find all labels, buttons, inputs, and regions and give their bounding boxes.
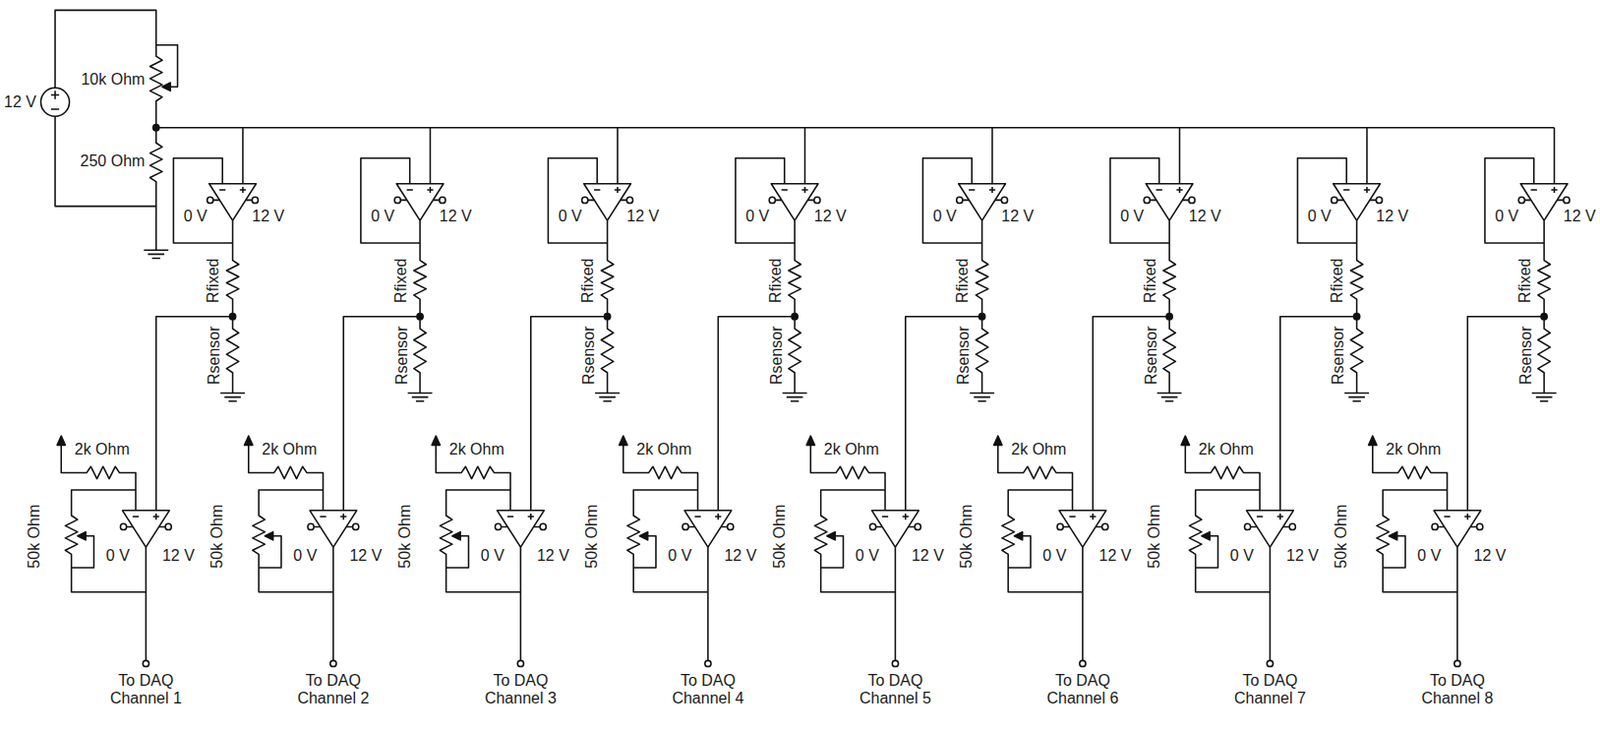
resistor-label: 2k Ohm [635, 440, 693, 459]
resistor-label: Rsensor [1329, 324, 1348, 386]
supply-pin-label: 0 V [1416, 546, 1442, 565]
resistor-label: Rsensor [205, 324, 224, 386]
supply-pin-label: 0 V [292, 546, 318, 565]
resistor-label: Rfixed [1329, 257, 1348, 304]
resistor-label: Rsensor [954, 324, 973, 386]
resistor-label: Rfixed [1141, 257, 1160, 304]
sensor-channel [994, 127, 1195, 667]
sensor-channel [244, 127, 446, 667]
sensor-channel [1181, 127, 1382, 667]
supply-pin-label: 12 V [438, 207, 474, 226]
resistor-label: Rsensor [767, 324, 785, 386]
supply-pin-label: 12 V [1285, 546, 1320, 565]
resistor-label: 2k Ohm [1009, 440, 1067, 459]
resistor-label: 2k Ohm [260, 440, 318, 459]
resistor-label: 50k Ohm [25, 502, 44, 569]
supply-pin-label: 0 V [1041, 546, 1067, 565]
supply-pin-label: 12 V [250, 207, 286, 226]
supply-pin-label: 12 V [625, 207, 660, 226]
supply-pin-label: 12 V [1562, 207, 1598, 226]
supply-pin-label: 12 V [535, 546, 571, 565]
resistor-label: 250 Ohm [79, 152, 147, 171]
output-terminal-label: To DAQ Channel 4 [662, 671, 754, 709]
resistor-label: Rsensor [1141, 324, 1160, 386]
output-terminal-label: To DAQ Channel 2 [288, 671, 379, 709]
supply-pin-label: 0 V [854, 546, 881, 565]
output-terminal-label: To DAQ Channel 1 [100, 671, 191, 709]
supply-pin-label: 12 V [1374, 207, 1410, 226]
supply-pin-label: 0 V [1306, 207, 1333, 226]
supply-pin-label: 12 V [1187, 207, 1223, 226]
resistor-label: Rsensor [392, 324, 411, 386]
resistor-label: 2k Ohm [73, 440, 131, 459]
supply-pin-label: 12 V [1097, 546, 1132, 565]
supply-pin-label: 0 V [479, 546, 506, 565]
output-terminal-label: To DAQ Channel 8 [1412, 671, 1503, 709]
supply-pin-label: 12 V [722, 546, 758, 565]
voltage-label: 12 V [2, 93, 38, 112]
resistor-label: 50k Ohm [770, 502, 789, 569]
resistor-label: 50k Ohm [583, 502, 601, 569]
supply-pin-label: 0 V [1119, 207, 1145, 226]
supply-pin-label: 0 V [932, 207, 958, 226]
resistor-label: 50k Ohm [1332, 502, 1351, 569]
supply-pin-label: 12 V [813, 207, 848, 226]
resistor-label: 50k Ohm [396, 502, 415, 569]
resistor-label: 2k Ohm [1197, 440, 1255, 459]
supply-pin-label: 0 V [557, 207, 584, 226]
sensor-channel [431, 127, 633, 667]
supply-pin-label: 12 V [1473, 546, 1508, 565]
sensor-channel [57, 127, 258, 667]
resistor-label: Rfixed [767, 257, 785, 304]
supply-pin-label: 0 V [666, 546, 693, 565]
resistor-label: 2k Ohm [1384, 440, 1442, 459]
resistor-label: Rfixed [392, 257, 411, 304]
output-terminal-label: To DAQ Channel 5 [849, 671, 941, 709]
resistor-label: 50k Ohm [208, 502, 227, 569]
supply-pin-label: 12 V [161, 546, 196, 565]
supply-pin-label: 0 V [1229, 546, 1255, 565]
sensor-channel [619, 127, 821, 667]
supply-divider [41, 9, 1555, 258]
resistor-label: Rfixed [1516, 257, 1535, 304]
supply-pin-label: 0 V [369, 207, 396, 226]
supply-pin-label: 0 V [182, 207, 209, 226]
sensor-channel [806, 127, 1008, 667]
resistor-label: 50k Ohm [1145, 502, 1164, 569]
output-terminal-label: To DAQ Channel 7 [1224, 671, 1315, 709]
resistor-label: 2k Ohm [448, 440, 506, 459]
resistor-label: Rfixed [954, 257, 973, 304]
supply-pin-label: 0 V [744, 207, 771, 226]
resistor-label: 50k Ohm [957, 502, 976, 569]
output-terminal-label: To DAQ Channel 3 [474, 671, 566, 709]
resistor-label: Rfixed [580, 257, 598, 304]
supply-pin-label: 0 V [1493, 207, 1520, 226]
output-terminal-label: To DAQ Channel 6 [1037, 671, 1128, 709]
sensor-channel [1368, 127, 1570, 667]
supply-pin-label: 12 V [1000, 207, 1035, 226]
supply-pin-label: 12 V [348, 546, 383, 565]
supply-pin-label: 0 V [105, 546, 131, 565]
resistor-label: Rsensor [1516, 324, 1535, 386]
resistor-label: 2k Ohm [823, 440, 881, 459]
resistor-label: 10k Ohm [79, 70, 146, 89]
resistor-label: Rfixed [205, 257, 224, 304]
supply-pin-label: 12 V [910, 546, 946, 565]
resistor-label: Rsensor [580, 324, 598, 386]
